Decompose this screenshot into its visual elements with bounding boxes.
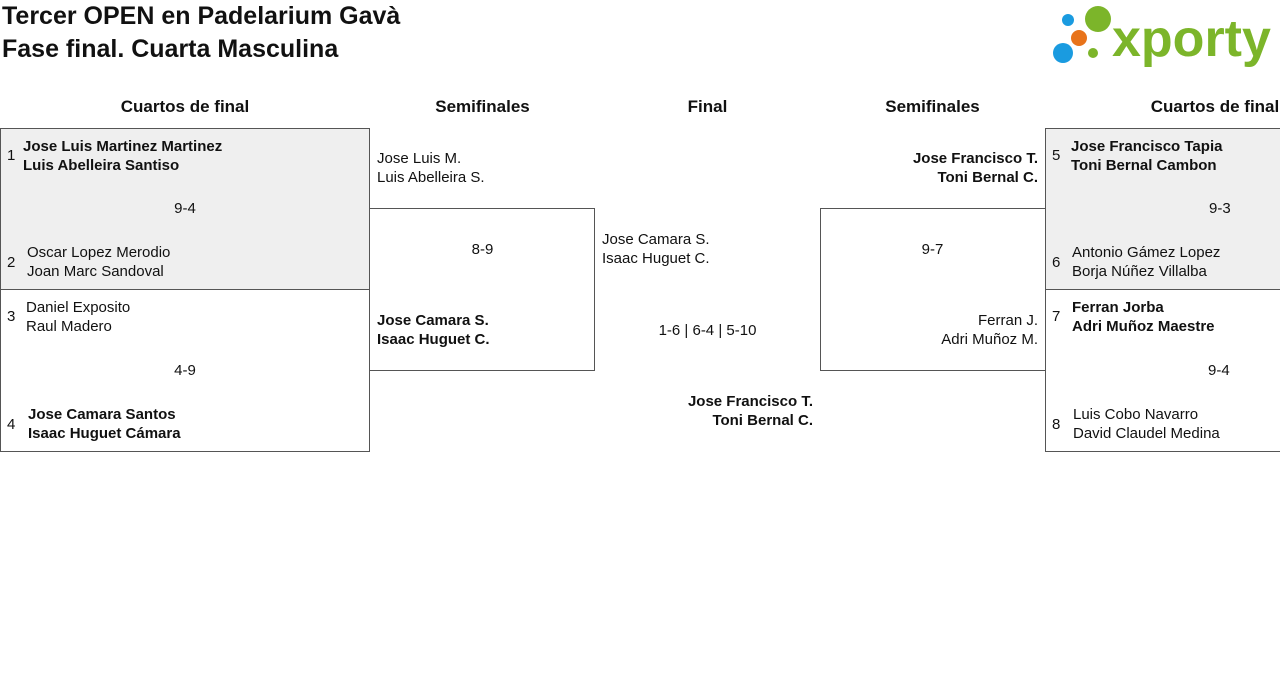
logo-dot-green-large bbox=[1085, 6, 1111, 32]
sf1-top-pair: Jose Luis M. Luis Abelleira S. bbox=[377, 149, 485, 187]
player-name: Ferran J. bbox=[977, 312, 1038, 329]
qf4-bottom-pair: Luis Cobo Navarro David Claudel Medina bbox=[1073, 405, 1220, 443]
logo-wordmark: xporty bbox=[1112, 10, 1271, 68]
player-name: Joan Marc Sandoval bbox=[27, 263, 164, 280]
player-name: Raul Madero bbox=[26, 318, 112, 335]
round-header-right-quarters: Cuartos de final bbox=[1150, 97, 1280, 116]
seed-number: 1 bbox=[7, 147, 16, 164]
player-name: David Claudel Medina bbox=[1073, 425, 1220, 442]
xporty-logo: xporty bbox=[1053, 6, 1271, 68]
player-name: Jose Camara S. bbox=[602, 231, 710, 248]
player-name: Luis Cobo Navarro bbox=[1073, 406, 1199, 423]
player-name: Isaac Huguet C. bbox=[377, 331, 490, 348]
player-name: Jose Francisco T. bbox=[687, 393, 813, 410]
player-name: Adri Muñoz Maestre bbox=[1072, 318, 1215, 335]
qf3-score: 9-3 bbox=[1209, 200, 1231, 217]
player-name: Luis Abelleira Santiso bbox=[23, 157, 180, 174]
page-title: Tercer OPEN en Padelarium Gavà bbox=[2, 2, 401, 30]
logo-dot-blue-large bbox=[1053, 43, 1073, 63]
player-name: Luis Abelleira S. bbox=[377, 169, 485, 186]
sf2-score: 9-7 bbox=[921, 241, 944, 258]
qf-match-3 bbox=[1045, 128, 1280, 290]
player-name: Jose Francisco T. bbox=[912, 150, 1038, 167]
seed-number: 7 bbox=[1052, 308, 1061, 325]
final-right-pair: Jose Francisco T. Toni Bernal C. bbox=[688, 392, 813, 430]
player-name: Isaac Huguet Cámara bbox=[28, 425, 181, 442]
player-name: Daniel Exposito bbox=[26, 299, 131, 316]
qf1-score: 9-4 bbox=[174, 200, 196, 217]
sf1-score: 8-9 bbox=[471, 241, 494, 258]
player-name: Adri Muñoz M. bbox=[941, 331, 1038, 348]
player-name: Toni Bernal C. bbox=[937, 169, 1038, 186]
player-name: Toni Bernal Cambon bbox=[1071, 157, 1217, 174]
sf1-bottom-pair: Jose Camara S. Isaac Huguet C. bbox=[377, 311, 490, 349]
qf4-score: 9-4 bbox=[1208, 362, 1230, 379]
player-name: Borja Núñez Villalba bbox=[1072, 263, 1207, 280]
seed-number: 5 bbox=[1052, 147, 1061, 164]
final-score: 1-6 | 6-4 | 5-10 bbox=[658, 322, 757, 339]
page-subtitle: Fase final. Cuarta Masculina bbox=[2, 35, 339, 63]
player-name: Toni Bernal C. bbox=[712, 412, 813, 429]
qf2-top-pair: Daniel Exposito Raul Madero bbox=[26, 298, 130, 336]
qf-match-4 bbox=[1045, 289, 1280, 452]
qf1-bottom-pair: Oscar Lopez Merodio Joan Marc Sandoval bbox=[27, 243, 170, 281]
player-name: Ferran Jorba bbox=[1072, 299, 1164, 316]
player-name: Jose Francisco Tapia bbox=[1071, 138, 1223, 155]
round-header-final: Final bbox=[687, 97, 728, 116]
qf3-top-pair: Jose Francisco Tapia Toni Bernal Cambon bbox=[1071, 137, 1222, 175]
round-header-left-semis: Semifinales bbox=[435, 97, 530, 116]
qf4-top-pair: Ferran Jorba Adri Muñoz Maestre bbox=[1072, 298, 1215, 336]
logo-dot-blue-small bbox=[1062, 14, 1074, 26]
player-name: Antonio Gámez Lopez bbox=[1072, 244, 1221, 261]
player-name: Jose Camara Santos bbox=[28, 406, 176, 423]
seed-number: 2 bbox=[7, 254, 16, 271]
final-left-pair: Jose Camara S. Isaac Huguet C. bbox=[602, 230, 710, 268]
logo-dot-green-small bbox=[1088, 48, 1098, 58]
logo-dot-orange bbox=[1071, 30, 1087, 46]
qf2-score: 4-9 bbox=[174, 362, 196, 379]
player-name: Isaac Huguet C. bbox=[602, 250, 710, 267]
player-name: Oscar Lopez Merodio bbox=[27, 244, 171, 261]
sf2-top-pair: Jose Francisco T. Toni Bernal C. bbox=[913, 149, 1038, 187]
sf-match-1 bbox=[369, 208, 595, 371]
round-header-right-semis: Semifinales bbox=[885, 97, 980, 116]
seed-number: 8 bbox=[1052, 416, 1061, 433]
qf2-bottom-pair: Jose Camara Santos Isaac Huguet Cámara bbox=[28, 405, 181, 443]
seed-number: 3 bbox=[7, 308, 16, 325]
player-name: Jose Camara S. bbox=[377, 312, 489, 329]
player-name: Jose Luis M. bbox=[377, 150, 462, 167]
qf-match-1 bbox=[0, 128, 370, 290]
seed-number: 6 bbox=[1052, 254, 1061, 271]
sf2-bottom-pair: Ferran J. Adri Muñoz M. bbox=[941, 311, 1038, 349]
round-header-left-quarters: Cuartos de final bbox=[120, 97, 250, 116]
seed-number: 4 bbox=[7, 416, 16, 433]
player-name: Jose Luis Martinez Martinez bbox=[23, 138, 223, 155]
qf1-top-pair: Jose Luis Martinez Martinez Luis Abellei… bbox=[23, 137, 222, 175]
qf3-bottom-pair: Antonio Gámez Lopez Borja Núñez Villalba bbox=[1072, 243, 1220, 281]
